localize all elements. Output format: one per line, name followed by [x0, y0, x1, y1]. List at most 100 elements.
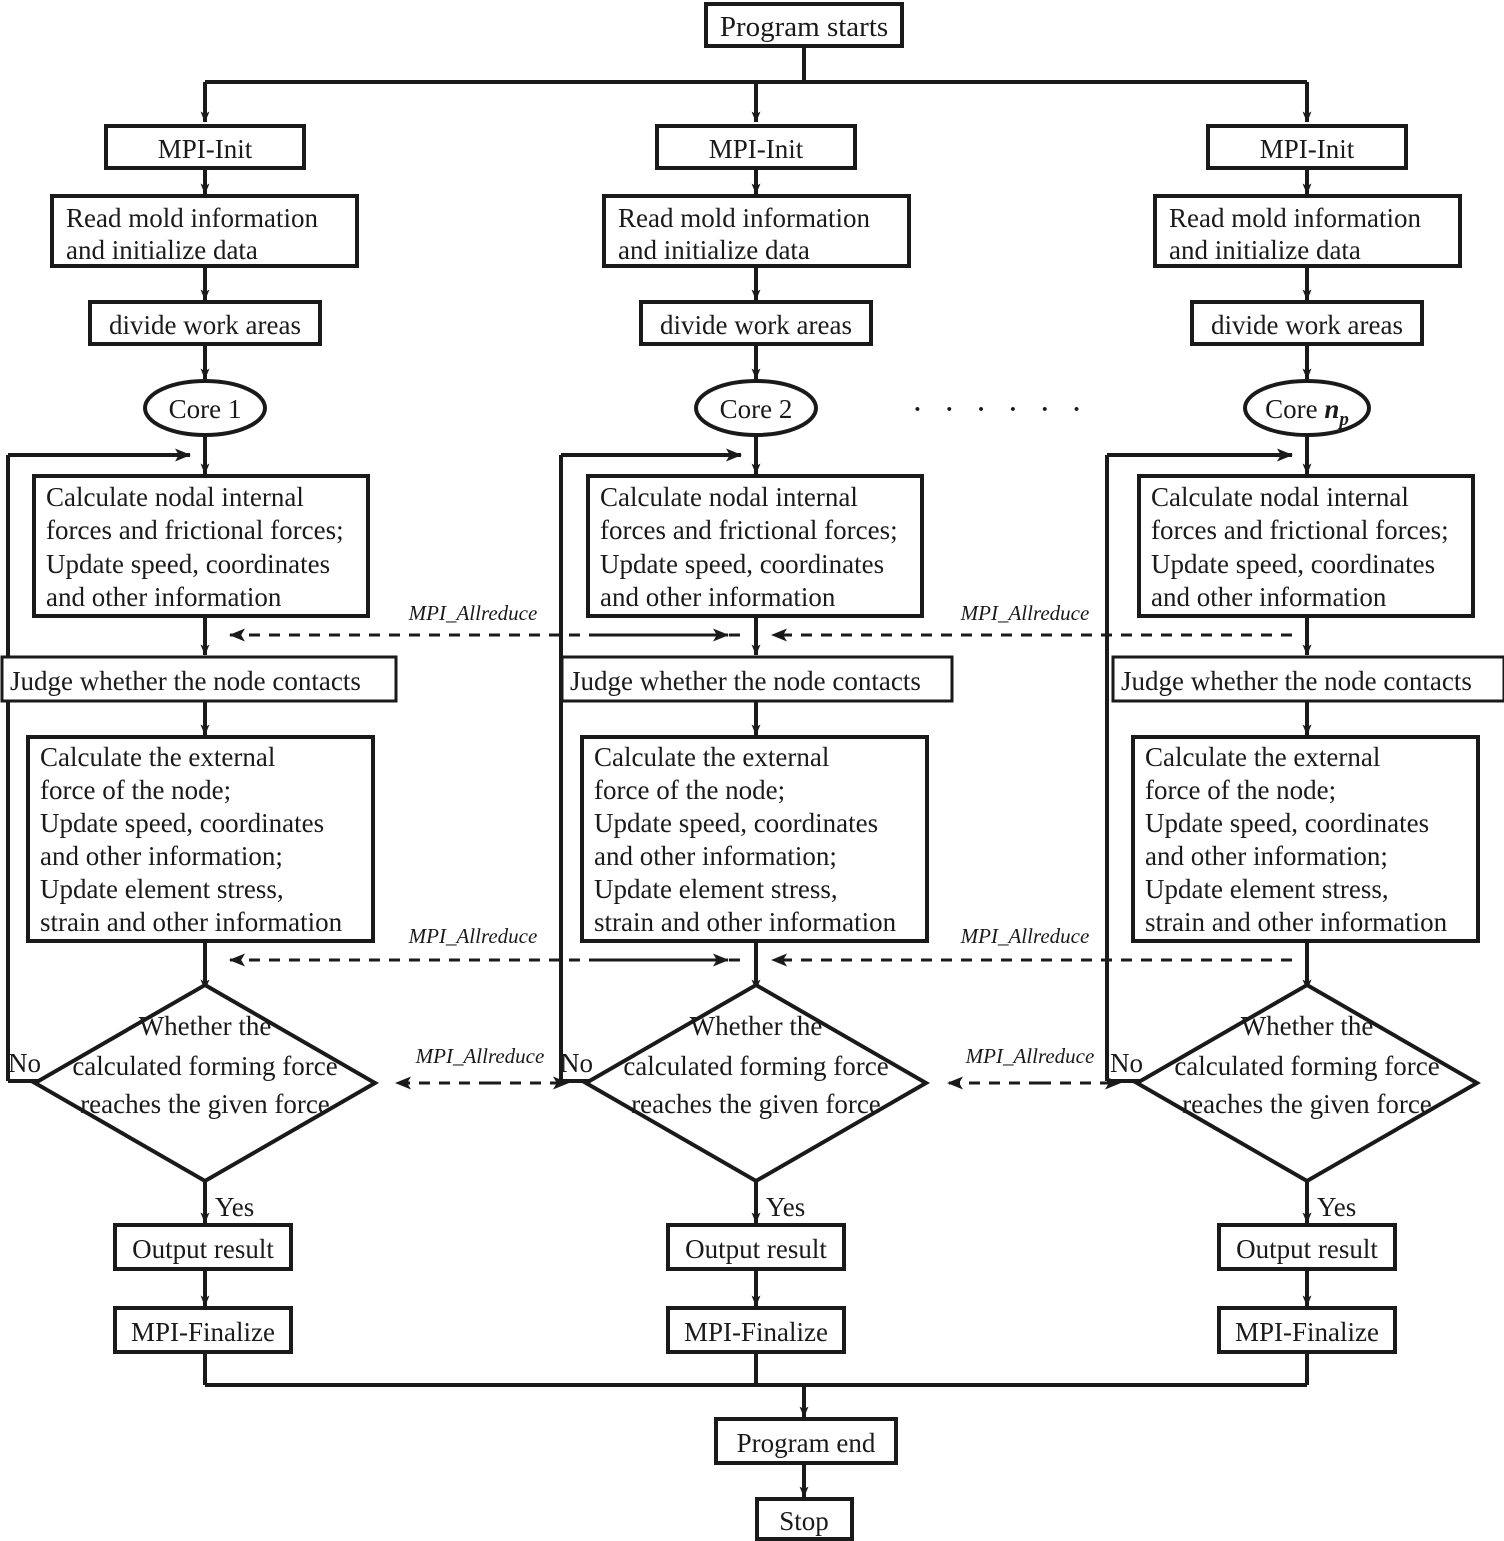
node-decision-core-2: Whether the calculated forming force rea… — [581, 982, 931, 1184]
node-calc-internal-core-1-line-4: and other information — [46, 582, 282, 612]
node-read-mold-core-np: Read mold information and initialize dat… — [1153, 194, 1462, 268]
node-read-mold-core-np-line-1: Read mold information — [1169, 203, 1421, 233]
node-calc-external-core-2: Calculate the external force of the node… — [580, 735, 929, 943]
allreduce-link-row-1: MPI_Allreduce MPI_Allreduce — [229, 601, 1292, 642]
node-judge-contact-core-2: Judge whether the node contacts — [560, 655, 954, 703]
node-calc-external-core-2-line-3: Update speed, coordinates — [594, 808, 878, 838]
node-mpi-init-core-2: MPI-Init — [655, 124, 857, 170]
node-judge-contact-core-np-label: Judge whether the node contacts — [1121, 666, 1472, 696]
node-stop-label: Stop — [779, 1506, 829, 1536]
node-read-mold-core-1-line-2: and initialize data — [66, 235, 258, 265]
node-stop: Stop — [755, 1497, 854, 1541]
node-core-np-label: Core np — [1265, 394, 1349, 430]
node-core-1-label: Core 1 — [169, 394, 242, 424]
node-calc-external-core-1-line-5: Update element stress, — [40, 874, 284, 904]
node-decision-core-1: Whether the calculated forming force rea… — [30, 982, 380, 1184]
node-decision-core-np-line-3: reaches the given force — [1182, 1089, 1432, 1119]
node-calc-external-core-2-line-2: force of the node; — [594, 775, 785, 805]
node-calc-external-core-2-line-6: strain and other information — [594, 907, 897, 937]
node-output-core-np-label: Output result — [1236, 1234, 1378, 1264]
node-decision-core-2-line-2: calculated forming force — [623, 1051, 888, 1081]
node-decision-core-np-line-1: Whether the — [1241, 1011, 1374, 1041]
node-judge-contact-core-1: Judge whether the node contacts — [0, 655, 398, 703]
node-decision-core-1-line-3: reaches the given force — [80, 1089, 330, 1119]
allreduce-label-3a: MPI_Allreduce — [415, 1044, 545, 1068]
node-calc-external-core-1-line-4: and other information; — [40, 841, 283, 871]
node-read-mold-core-2-line-2: and initialize data — [618, 235, 810, 265]
node-core-np: Core np — [1243, 379, 1371, 437]
node-mpi-init-core-np: MPI-Init — [1206, 124, 1408, 170]
node-divide-core-1: divide work areas — [88, 300, 322, 346]
node-calc-external-core-np-line-5: Update element stress, — [1145, 874, 1389, 904]
node-calc-external-core-np-line-3: Update speed, coordinates — [1145, 808, 1429, 838]
column-core-2: MPI-Init Read mold information and initi… — [559, 124, 954, 1385]
node-calc-internal-core-1: Calculate nodal internal forces and fric… — [32, 474, 370, 618]
node-calc-external-core-np-line-6: strain and other information — [1145, 907, 1448, 937]
node-core-np-subscript: p — [1337, 409, 1349, 430]
node-divide-core-1-label: divide work areas — [109, 310, 301, 340]
allreduce-label-2a: MPI_Allreduce — [408, 924, 538, 948]
node-calc-internal-core-1-line-1: Calculate nodal internal — [46, 482, 304, 512]
node-calc-internal-core-np-line-1: Calculate nodal internal — [1151, 482, 1409, 512]
node-core-np-symbol: n — [1324, 394, 1339, 424]
node-calc-external-core-1-line-2: force of the node; — [40, 775, 231, 805]
allreduce-link-row-2: MPI_Allreduce MPI_Allreduce — [229, 924, 1292, 967]
node-calc-external-core-2-line-1: Calculate the external — [594, 742, 829, 772]
node-mpi-init-core-2-label: MPI-Init — [709, 134, 804, 164]
node-finalize-core-np: MPI-Finalize — [1217, 1306, 1397, 1354]
node-divide-core-2: divide work areas — [639, 300, 873, 346]
node-core-1: Core 1 — [143, 379, 267, 437]
node-output-core-np: Output result — [1217, 1223, 1397, 1271]
node-judge-contact-core-np: Judge whether the node contacts — [1111, 655, 1504, 703]
node-judge-contact-core-1-label: Judge whether the node contacts — [10, 666, 361, 696]
node-calc-external-core-2-line-5: Update element stress, — [594, 874, 838, 904]
node-decision-core-1-line-1: Whether the — [139, 1011, 272, 1041]
node-output-core-2: Output result — [666, 1223, 846, 1271]
node-calc-internal-core-np-line-2: forces and frictional forces; — [1151, 515, 1449, 545]
node-core-np-prefix: Core — [1265, 394, 1324, 424]
node-divide-core-np: divide work areas — [1190, 300, 1424, 346]
node-read-mold-core-1-line-1: Read mold information — [66, 203, 318, 233]
decision-yes-label-core-1: Yes — [215, 1192, 254, 1222]
node-program-end: Program end — [714, 1417, 898, 1465]
node-calc-internal-core-2-line-2: forces and frictional forces; — [600, 515, 898, 545]
node-calc-internal-core-np-line-4: and other information — [1151, 582, 1387, 612]
node-decision-core-1-line-2: calculated forming force — [72, 1051, 337, 1081]
node-core-2-label: Core 2 — [720, 394, 793, 424]
node-mpi-init-core-1: MPI-Init — [104, 124, 306, 170]
node-output-core-1: Output result — [113, 1223, 293, 1271]
node-core-2: Core 2 — [694, 379, 818, 437]
node-finalize-core-np-label: MPI-Finalize — [1235, 1317, 1379, 1347]
node-calc-external-core-np-line-1: Calculate the external — [1145, 742, 1380, 772]
decision-no-label-core-np: No — [1110, 1048, 1143, 1078]
node-calc-external-core-1-line-6: strain and other information — [40, 907, 343, 937]
node-calc-external-core-1-line-1: Calculate the external — [40, 742, 275, 772]
node-read-mold-core-np-line-2: and initialize data — [1169, 235, 1361, 265]
node-calc-external-core-2-line-4: and other information; — [594, 841, 837, 871]
allreduce-label-2b: MPI_Allreduce — [960, 924, 1090, 948]
node-decision-core-2-line-3: reaches the given force — [631, 1089, 881, 1119]
node-decision-core-2-line-1: Whether the — [690, 1011, 823, 1041]
node-finalize-core-2: MPI-Finalize — [666, 1306, 846, 1354]
node-finalize-core-1-label: MPI-Finalize — [131, 1317, 275, 1347]
decision-no-label-core-2: No — [560, 1048, 593, 1078]
allreduce-label-1a: MPI_Allreduce — [408, 601, 538, 625]
column-core-1: MPI-Init Read mold information and initi… — [0, 124, 398, 1385]
node-calc-internal-core-2-line-3: Update speed, coordinates — [600, 549, 884, 579]
allreduce-label-1b: MPI_Allreduce — [960, 601, 1090, 625]
node-calc-external-core-1-line-3: Update speed, coordinates — [40, 808, 324, 838]
node-calc-internal-core-2-line-4: and other information — [600, 582, 836, 612]
node-judge-contact-core-2-label: Judge whether the node contacts — [570, 666, 921, 696]
node-calc-external-core-np: Calculate the external force of the node… — [1131, 735, 1480, 943]
node-calc-external-core-np-line-4: and other information; — [1145, 841, 1388, 871]
node-finalize-core-1: MPI-Finalize — [113, 1306, 293, 1354]
node-divide-core-2-label: divide work areas — [660, 310, 852, 340]
node-calc-internal-core-np: Calculate nodal internal forces and fric… — [1137, 474, 1475, 618]
node-calc-internal-core-2: Calculate nodal internal forces and fric… — [586, 474, 924, 618]
allreduce-link-row-3: MPI_Allreduce MPI_Allreduce — [395, 1044, 1121, 1090]
node-output-core-2-label: Output result — [685, 1234, 827, 1264]
node-program-end-label: Program end — [737, 1428, 876, 1458]
node-calc-external-core-np-line-2: force of the node; — [1145, 775, 1336, 805]
decision-no-label-core-1: No — [8, 1048, 41, 1078]
